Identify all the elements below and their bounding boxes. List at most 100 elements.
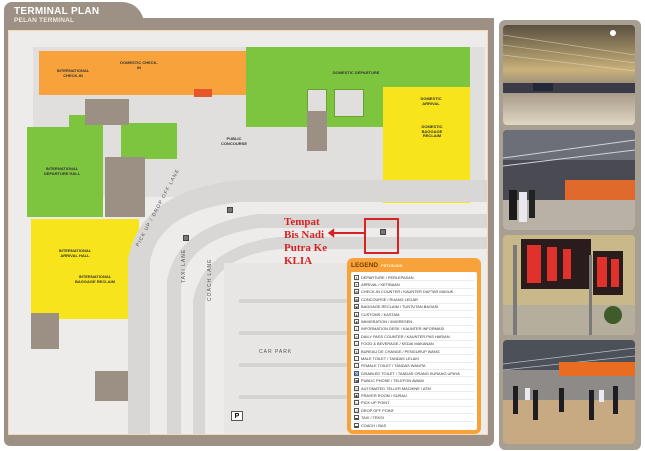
legend-label: MALE TOILET / TANDAS LELAKI: [361, 355, 420, 361]
restricted-area: [105, 157, 145, 217]
legend-item: ▬TAXI / TEKSI: [354, 414, 474, 422]
legend-item: ▭AUTOMATED TELLER MACHINE / ATM: [354, 385, 474, 393]
prayer-icon: ☗: [354, 392, 359, 398]
legend-label: BUREAU DE CHANGE / PENGURUP WANG: [361, 348, 440, 354]
atm-icon: ▭: [354, 385, 359, 391]
legend-item: ▬COACH / BAS: [354, 422, 474, 429]
arrival-icon: ✈: [354, 282, 359, 288]
info-icon: i: [354, 326, 359, 332]
photo-flight-information-display: [503, 235, 635, 335]
label-coach-lane: COACH LANE: [207, 258, 213, 301]
legend-label: PUBLIC PHONE / TELEFON AWAM: [361, 378, 424, 384]
legend-label: DISABLED TOILET / TANDAS ORANG KURANG UP…: [361, 370, 460, 376]
legend-label: DROP OFF POINT: [361, 407, 394, 413]
label-international-reclaim: INTERNATIONAL BAGGAGE RECLAIM: [75, 274, 115, 284]
legend-item: ▤CHECK-IN COUNTER / KAUNTER DAFTAR MASUK: [354, 289, 474, 297]
label-public-concourse: PUBLIC CONCOURSE: [220, 136, 247, 146]
road-network: [128, 180, 487, 434]
legend-item: ✈ARRIVAL / KETIBAAN: [354, 281, 474, 289]
legend-item: ♨FOOD & BEVERAGE / KEDAI MAKANAN: [354, 341, 474, 348]
legend-label: BAGGAGE RECLAIM / TUNTUTAN BAGASI: [361, 304, 439, 310]
legend-label: CONCOURSE / RUANG LEGAR: [361, 296, 418, 302]
baggage-icon: ▣: [354, 304, 359, 310]
male-toilet-icon: ♂: [354, 355, 359, 361]
zone-international-departure[interactable]: INTERNATIONAL DEPARTURE HALL: [27, 127, 103, 217]
arrival-hall-image: [503, 340, 635, 444]
legend-label: FEMALE TOILET / TANDAS WANITA: [361, 363, 426, 369]
annotation-line: Tempat: [284, 216, 320, 228]
legend-item: ♀FEMALE TOILET / TANDAS WANITA: [354, 363, 474, 371]
label-international-arrival-hall: INTERNATIONAL ARRIVAL HALL: [58, 248, 92, 258]
immigration-icon: ◉: [354, 319, 359, 325]
label-taxi-lane: TAXI LANE: [181, 248, 187, 283]
legend-item: $BUREAU DE CHANGE / PENGURUP WANG: [354, 348, 474, 356]
restricted-area: [85, 99, 129, 125]
legend-item: ◎DAILY PASS COUNTER / KAUNTER PAS HARIAN: [354, 333, 474, 341]
legend-label: TAXI / TEKSI: [361, 415, 384, 421]
legend-item: ♂MALE TOILET / TANDAS LELAKI: [354, 355, 474, 363]
legend-item: ▦CONCOURSE / RUANG LEGAR: [354, 296, 474, 304]
drop-off-marker-icon[interactable]: [227, 207, 233, 213]
photo-arrival-hall: [503, 340, 635, 444]
legend-label: DEPARTURE / PERLEPASAN: [361, 274, 414, 280]
label-domestic-reclaim: DOMESTIC BAGGAGE RECLAIM: [421, 124, 443, 138]
taxi-marker-icon[interactable]: [183, 235, 189, 241]
label-international-departure-hall: INTERNATIONAL DEPARTURE HALL: [43, 166, 81, 176]
annotation-line: KLIA: [284, 255, 313, 267]
daily-pass-icon: ◎: [354, 333, 359, 339]
header-band: [4, 18, 494, 28]
coach-icon: ▬: [354, 423, 359, 428]
phone-icon: ☎: [354, 378, 359, 384]
food-icon: ♨: [354, 341, 359, 347]
photo-baggage-reclaim: [503, 130, 635, 230]
legend-subtitle: PETUNJUK: [381, 263, 403, 268]
label-international-checkin: INTERNATIONAL CHECK-IN: [56, 68, 90, 78]
baggage-reclaim-image: [503, 130, 635, 230]
retail-unit: [334, 89, 364, 117]
legend-label: FOOD & BEVERAGE / KEDAI MAKANAN: [361, 341, 434, 347]
departure-icon: ✈: [354, 274, 359, 280]
bus-stop-highlight-box[interactable]: [364, 218, 399, 254]
page-title: TERMINAL PLAN: [14, 6, 100, 17]
photo-departure-hall: [503, 25, 635, 125]
legend-label: AUTOMATED TELLER MACHINE / ATM: [361, 385, 431, 391]
pickup-icon: ▷: [354, 400, 359, 406]
legend-item: ◉IMMIGRATION / IMIGRESEN: [354, 318, 474, 326]
coach-marker-icon[interactable]: [380, 229, 386, 235]
legend-label: CUSTOMS / KASTAM: [361, 311, 400, 317]
legend-label: ARRIVAL / KETIBAAN: [361, 282, 400, 288]
legend-item: ☎PUBLIC PHONE / TELEFON AWAM: [354, 377, 474, 385]
label-car-park: CAR PARK: [259, 349, 293, 355]
page-subtitle: PELAN TERMINAL: [14, 17, 75, 24]
disabled-toilet-icon: ♿: [354, 370, 359, 376]
female-toilet-icon: ♀: [354, 363, 359, 369]
zone-international-arrival[interactable]: INTERNATIONAL ARRIVAL HALL INTERNATIONAL…: [31, 219, 139, 319]
legend-label: PRAYER ROOM / SURAU: [361, 392, 407, 398]
legend-item: ◁DROP OFF POINT: [354, 407, 474, 415]
header-tab: TERMINAL PLAN PELAN TERMINAL: [4, 2, 144, 26]
arrow-head-icon: [327, 228, 335, 238]
customs-icon: ◈: [354, 311, 359, 317]
zone-departure-gates: [121, 123, 177, 159]
zone-red-office: [194, 89, 212, 97]
legend-item: ◈CUSTOMS / KASTAM: [354, 311, 474, 319]
legend-list: ✈DEPARTURE / PERLEPASAN ✈ARRIVAL / KETIB…: [351, 272, 477, 430]
annotation-arrow: [330, 232, 364, 234]
legend-item: ✈DEPARTURE / PERLEPASAN: [354, 274, 474, 282]
legend-label: IMMIGRATION / IMIGRESEN: [361, 319, 413, 325]
restricted-area: [307, 111, 327, 151]
label-domestic-departure: DOMESTIC DEPARTURE: [332, 70, 380, 75]
restricted-area: [31, 313, 59, 349]
annotation-line: Bis Nadi: [284, 229, 325, 241]
legend-label: CHECK-IN COUNTER / KAUNTER DAFTAR MASUK: [361, 289, 454, 295]
zone-checkin[interactable]: INTERNATIONAL CHECK-IN DOMESTIC CHECK-IN: [39, 51, 253, 95]
bus-stop-annotation: Tempat Bis Nadi Putra Ke KLIA: [284, 216, 344, 268]
label-domestic-arrival: DOMESTIC ARRIVAL: [420, 96, 442, 106]
legend-label: INFORMATION DESK / KAUNTER INFORMASI: [361, 326, 445, 332]
flight-info-board-image: [503, 235, 635, 335]
parking-icon[interactable]: P: [231, 411, 243, 421]
checkin-icon: ▤: [354, 289, 359, 295]
